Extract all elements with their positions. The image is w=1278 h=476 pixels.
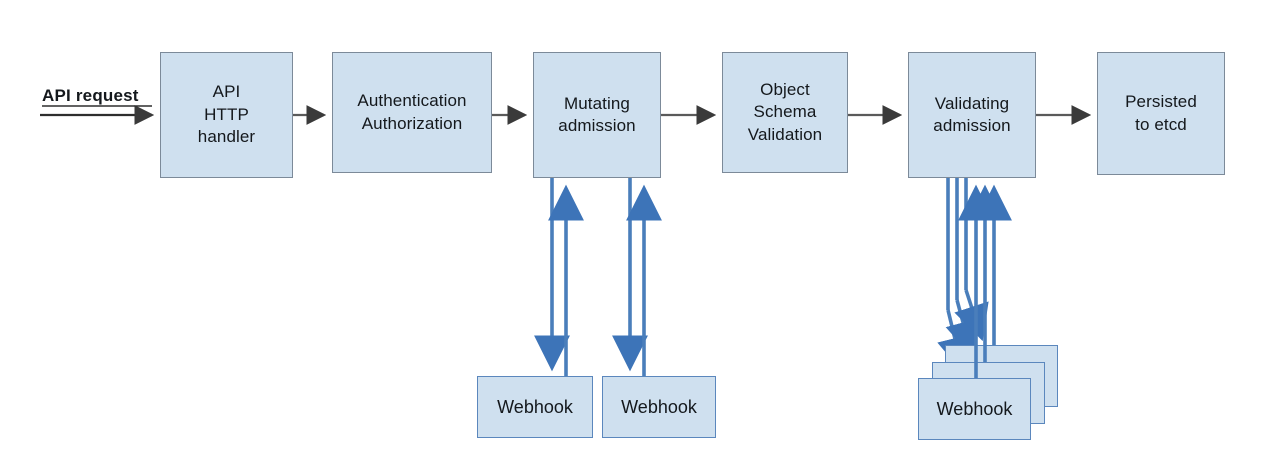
validating-webhook-arrows xyxy=(937,178,989,374)
webhook-validating-front[interactable]: Webhook xyxy=(918,378,1031,440)
node-api-http-handler[interactable]: API HTTP handler xyxy=(160,52,293,178)
node-object-schema-validation[interactable]: Object Schema Validation xyxy=(722,52,848,173)
entry-label-api-request: API request xyxy=(42,86,139,105)
node-mutating-admission[interactable]: Mutating admission xyxy=(533,52,661,178)
node-authentication-authorization[interactable]: Authentication Authorization xyxy=(332,52,492,173)
webhook-mutating-2[interactable]: Webhook xyxy=(602,376,716,438)
mutating-webhook-arrows xyxy=(534,178,662,376)
node-persisted-to-etcd[interactable]: Persisted to etcd xyxy=(1097,52,1225,175)
arrow-call-validating-webhook-3 xyxy=(954,289,989,342)
node-validating-admission[interactable]: Validating admission xyxy=(908,52,1036,178)
webhook-mutating-1[interactable]: Webhook xyxy=(477,376,593,438)
